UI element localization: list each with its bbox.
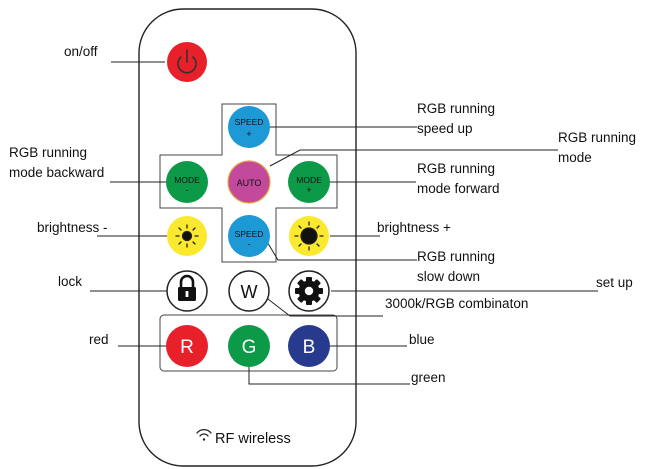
red-button[interactable]: R [166, 325, 208, 367]
red-button-label: R [180, 337, 194, 358]
label-set-up: set up [596, 275, 633, 290]
label-speed-up-line1: RGB running [417, 101, 496, 116]
leader-lines [90, 61, 598, 385]
leader-green [248, 367, 410, 385]
label-combination: 3000k/RGB combinaton [385, 296, 529, 311]
footer-text: RF wireless [215, 431, 291, 447]
label-brightness-up: brightness + [377, 220, 451, 235]
power-icon [177, 49, 197, 74]
label-on-off: on/off [64, 44, 98, 59]
speed-down-button[interactable]: SPEED - [228, 215, 270, 257]
mode-backward-label: MODE [174, 175, 200, 185]
leader-slow-down [265, 239, 417, 261]
label-slow-down-line2: slow down [417, 269, 481, 284]
white-button-label: W [241, 282, 258, 302]
label-mode-forward: RGB running mode forward [417, 159, 500, 199]
label-brightness-down: brightness - [37, 220, 108, 235]
sun-large-icon [294, 221, 324, 251]
mode-backward-button[interactable]: MODE - [166, 161, 208, 203]
label-mode-line1: RGB running [558, 130, 637, 145]
lock-button[interactable] [166, 270, 208, 312]
label-speed-up-line2: speed up [417, 121, 473, 136]
white-button[interactable]: W [228, 270, 270, 312]
label-blue: blue [409, 332, 435, 347]
label-mode-forward-line1: RGB running [417, 161, 496, 176]
speed-down-sign: - [248, 239, 251, 249]
speed-up-sign: + [246, 129, 251, 139]
lock-icon [178, 274, 196, 301]
label-mode-backward-line2: mode backward [9, 165, 105, 180]
blue-button-label: B [303, 337, 316, 358]
blue-button[interactable]: B [288, 325, 330, 367]
speed-up-label: SPEED [235, 117, 264, 127]
leader-combination [263, 295, 383, 317]
label-speed-up: RGB running speed up [417, 99, 495, 139]
speed-up-button[interactable]: SPEED + [228, 106, 270, 148]
mode-forward-sign: + [306, 185, 311, 195]
speed-down-label: SPEED [235, 229, 264, 239]
label-lock: lock [58, 274, 83, 289]
label-mode-line2: mode [558, 150, 592, 165]
label-red: red [89, 332, 109, 347]
label-mode-forward-line2: mode forward [417, 181, 500, 196]
brightness-down-button[interactable] [167, 216, 207, 256]
label-slow-down-line1: RGB running [417, 249, 496, 264]
green-button-label: G [242, 337, 257, 358]
auto-label: AUTO [237, 178, 262, 188]
label-mode-backward-line1: RGB running [9, 145, 88, 160]
setup-button[interactable] [288, 270, 330, 312]
mode-forward-label: MODE [296, 175, 322, 185]
label-mode-backward: RGB running mode backward [9, 143, 104, 183]
sun-small-icon [175, 224, 199, 248]
wifi-icon [196, 429, 212, 441]
leader-mode [269, 149, 558, 167]
dpad-outline [159, 103, 338, 263]
auto-button[interactable]: AUTO [227, 160, 271, 204]
gear-icon [295, 277, 323, 305]
mode-forward-button[interactable]: MODE + [288, 161, 330, 203]
brightness-up-button[interactable] [289, 216, 329, 256]
label-slow-down: RGB running slow down [417, 247, 495, 287]
mode-backward-sign: - [186, 185, 189, 195]
label-green: green [411, 370, 446, 385]
green-button[interactable]: G [228, 325, 270, 367]
label-mode: RGB running mode [558, 128, 636, 168]
power-button[interactable] [167, 42, 207, 82]
